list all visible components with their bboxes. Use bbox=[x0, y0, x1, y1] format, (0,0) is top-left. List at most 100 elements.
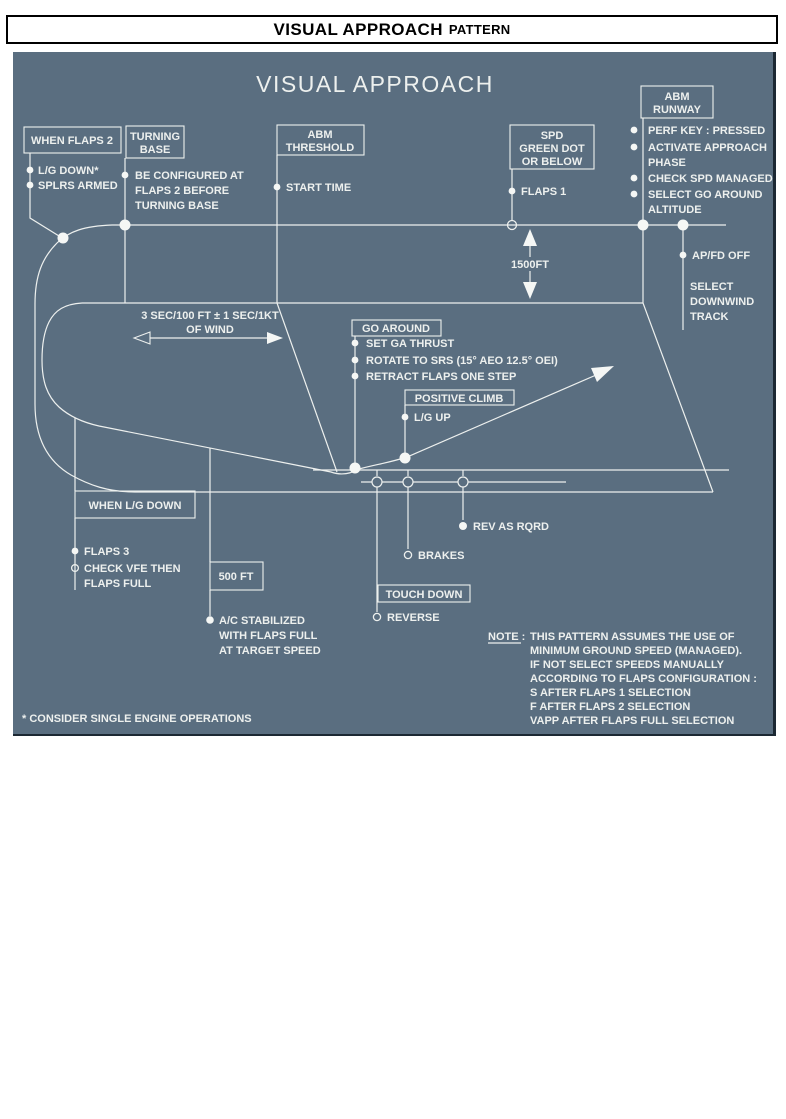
apfd-dot bbox=[677, 219, 689, 231]
svg-text:SELECT GO AROUND: SELECT GO AROUND bbox=[648, 189, 763, 201]
when-lg-down-label: WHEN L/G DOWN bbox=[89, 500, 182, 512]
abm-threshold-label-2: THRESHOLD bbox=[286, 142, 355, 154]
go-around-arrowhead bbox=[591, 366, 614, 382]
apfd-items: AP/FD OFF SELECT DOWNWIND TRACK bbox=[679, 250, 754, 323]
touch-down-box: TOUCH DOWN bbox=[377, 584, 471, 603]
spd-label-1: SPD bbox=[541, 130, 564, 142]
lg-down-text: L/G DOWN* bbox=[38, 165, 99, 177]
final-approach-and-climb-path bbox=[41, 302, 604, 475]
1500ft-arrowhead-up bbox=[523, 229, 537, 246]
svg-text:FLAPS 2 BEFORE: FLAPS 2 BEFORE bbox=[135, 185, 229, 197]
svg-text:ACTIVATE APPROACH: ACTIVATE APPROACH bbox=[648, 142, 767, 154]
diagram-title: VISUAL APPROACH bbox=[256, 71, 494, 97]
splrs-armed-text: SPLRS ARMED bbox=[38, 180, 118, 192]
svg-text:ROTATE TO SRS (15° AEO 12.5° O: ROTATE TO SRS (15° AEO 12.5° OEI) bbox=[366, 355, 558, 367]
svg-text:FLAPS FULL: FLAPS FULL bbox=[84, 578, 151, 590]
svg-text:WITH FLAPS FULL: WITH FLAPS FULL bbox=[219, 630, 318, 642]
lg-up-text: L/G UP bbox=[414, 412, 451, 424]
go-around-items: SET GA THRUST ROTATE TO SRS (15° AEO 12.… bbox=[351, 338, 558, 383]
spd-item: FLAPS 1 bbox=[508, 186, 566, 198]
abm-threshold-item: START TIME bbox=[273, 182, 351, 194]
positive-climb-box: POSITIVE CLIMB bbox=[404, 389, 515, 406]
1500ft-label-mask bbox=[506, 257, 554, 271]
rev-as-rqrd-text: REV AS RQRD bbox=[473, 521, 549, 533]
spd-label-2: GREEN DOT bbox=[519, 143, 585, 155]
svg-text:A/C STABILIZED: A/C STABILIZED bbox=[219, 615, 305, 627]
rollout-items: REV AS RQRD BRAKES REVERSE bbox=[372, 521, 549, 624]
1500ft-arrowhead-down bbox=[523, 282, 537, 299]
500ft-box: 500 FT bbox=[209, 561, 264, 591]
start-time-text: START TIME bbox=[286, 182, 351, 194]
abm-runway-dot bbox=[637, 219, 649, 231]
svg-text:THIS PATTERN ASSUMES THE USE O: THIS PATTERN ASSUMES THE USE OF bbox=[530, 631, 735, 643]
diagram-panel: VISUAL APPROACH bbox=[13, 52, 776, 736]
svg-text:F AFTER FLAPS 2 SELECTION: F AFTER FLAPS 2 SELECTION bbox=[530, 701, 690, 713]
positive-climb-item: L/G UP bbox=[401, 412, 451, 424]
500ft-label: 500 FT bbox=[219, 571, 254, 583]
svg-text:CHECK VFE THEN: CHECK VFE THEN bbox=[84, 563, 181, 575]
svg-text:ALTITUDE: ALTITUDE bbox=[648, 204, 702, 216]
visual-approach-diagram: VISUAL APPROACH bbox=[22, 71, 773, 727]
svg-text:SELECT: SELECT bbox=[690, 281, 734, 293]
turning-base-box: TURNING BASE bbox=[125, 125, 185, 159]
1500ft-label: 1500FT bbox=[511, 259, 549, 271]
svg-text:PHASE: PHASE bbox=[648, 157, 686, 169]
svg-text:VAPP AFTER FLAPS FULL SELECTIO: VAPP AFTER FLAPS FULL SELECTION bbox=[530, 715, 734, 727]
svg-text:MINIMUM GROUND SPEED (MANAGED): MINIMUM GROUND SPEED (MANAGED). bbox=[530, 645, 742, 657]
turning-base-label-1: TURNING bbox=[130, 131, 180, 143]
stabilized-items: A/C STABILIZED WITH FLAPS FULL AT TARGET… bbox=[206, 615, 321, 657]
turning-base-dot bbox=[119, 219, 131, 231]
svg-text:AT TARGET SPEED: AT TARGET SPEED bbox=[219, 645, 321, 657]
spd-open-circle bbox=[506, 219, 518, 231]
turning-base-items: BE CONFIGURED AT FLAPS 2 BEFORE TURNING … bbox=[121, 170, 244, 212]
abm-runway-label-2: RUNWAY bbox=[653, 104, 702, 116]
note-block: NOTE : THIS PATTERN ASSUMES THE USE OF M… bbox=[488, 631, 757, 727]
runway-circle-reverse bbox=[371, 476, 383, 488]
page-title: VISUAL APPROACH PATTERN bbox=[6, 15, 778, 44]
abm-threshold-connector bbox=[276, 155, 338, 473]
apfd-off-text: AP/FD OFF bbox=[692, 250, 750, 262]
when-flaps-2-connector bbox=[29, 153, 60, 237]
positive-climb-label: POSITIVE CLIMB bbox=[415, 393, 504, 405]
when-flaps-2-items: L/G DOWN* SPLRS ARMED bbox=[26, 165, 118, 192]
positive-climb-dot bbox=[399, 452, 411, 464]
flaps-1-text: FLAPS 1 bbox=[521, 186, 566, 198]
when-flaps-2-box: WHEN FLAPS 2 bbox=[23, 126, 122, 154]
touch-down-label: TOUCH DOWN bbox=[386, 589, 463, 601]
spd-green-dot-box: SPD GREEN DOT OR BELOW bbox=[509, 124, 595, 170]
svg-text:IF NOT SELECT SPEEDS MANUALLY: IF NOT SELECT SPEEDS MANUALLY bbox=[530, 659, 725, 671]
turn-entry-dot bbox=[57, 232, 69, 244]
abm-threshold-label-1: ABM bbox=[307, 129, 332, 141]
svg-text:PERF KEY : PRESSED: PERF KEY : PRESSED bbox=[648, 125, 765, 137]
page-title-main: VISUAL APPROACH bbox=[273, 19, 443, 39]
svg-text:S AFTER FLAPS 1 SELECTION: S AFTER FLAPS 1 SELECTION bbox=[530, 687, 691, 699]
spd-label-3: OR BELOW bbox=[522, 156, 583, 168]
go-around-dot bbox=[349, 462, 361, 474]
when-lg-down-box: WHEN L/G DOWN bbox=[74, 490, 196, 519]
go-around-label: GO AROUND bbox=[362, 323, 430, 335]
brakes-text: BRAKES bbox=[418, 550, 464, 562]
abm-threshold-box: ABM THRESHOLD bbox=[276, 124, 365, 156]
abm-runway-items: PERF KEY : PRESSED ACTIVATE APPROACH PHA… bbox=[630, 125, 773, 216]
svg-text:ACCORDING TO FLAPS CONFIGURATI: ACCORDING TO FLAPS CONFIGURATION : bbox=[530, 673, 757, 685]
when-lg-down-items: FLAPS 3 CHECK VFE THEN FLAPS FULL bbox=[70, 546, 181, 590]
footnote: * CONSIDER SINGLE ENGINE OPERATIONS bbox=[22, 713, 252, 725]
base-timing-text-2: OF WIND bbox=[186, 324, 234, 336]
runway-circle-rev bbox=[457, 476, 469, 488]
base-timing-arrowhead-right bbox=[267, 332, 283, 344]
runway-circle-ticks bbox=[376, 470, 464, 476]
abm-runway-line-and-diagonal bbox=[642, 118, 714, 493]
go-around-box: GO AROUND bbox=[351, 319, 442, 337]
base-timing-text-1: 3 SEC/100 FT ± 1 SEC/1KT bbox=[141, 310, 279, 322]
svg-text:TURNING BASE: TURNING BASE bbox=[135, 200, 219, 212]
reverse-text: REVERSE bbox=[387, 612, 440, 624]
svg-text:FLAPS 3: FLAPS 3 bbox=[84, 546, 129, 558]
svg-text:CHECK SPD MANAGED: CHECK SPD MANAGED bbox=[648, 173, 773, 185]
svg-text:RETRACT FLAPS ONE STEP: RETRACT FLAPS ONE STEP bbox=[366, 371, 516, 383]
svg-text:BE CONFIGURED AT: BE CONFIGURED AT bbox=[135, 170, 244, 182]
page-title-suffix: PATTERN bbox=[448, 22, 511, 37]
note-label: NOTE : bbox=[488, 631, 525, 643]
runway-circle-brakes bbox=[402, 476, 414, 488]
turning-base-label-2: BASE bbox=[140, 144, 171, 156]
